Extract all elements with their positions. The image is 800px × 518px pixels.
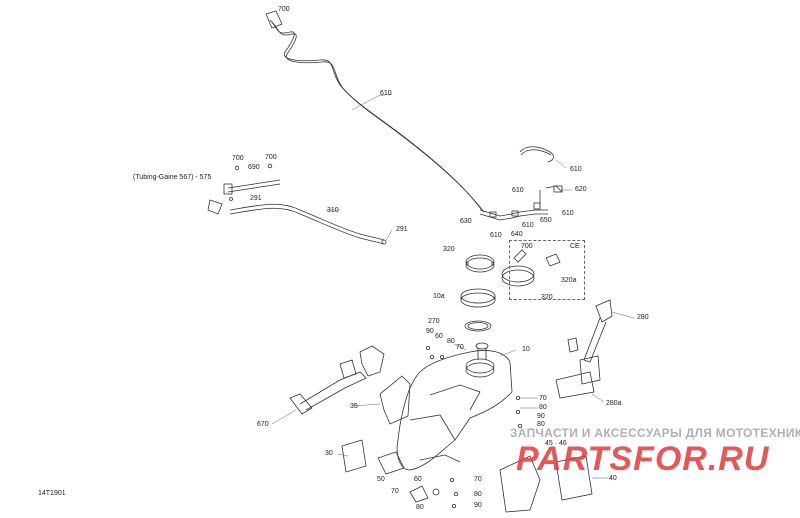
callout-90: 90 <box>537 413 545 420</box>
callout-700: 700 <box>232 155 244 162</box>
fuel-cap-320 <box>465 257 495 273</box>
callout-291: 291 <box>396 226 408 233</box>
vent-hose-610 <box>269 19 483 211</box>
callout-80: 80 <box>416 504 424 511</box>
gasket-270 <box>464 320 492 332</box>
callout-320: 320 <box>443 246 455 253</box>
callout-45-46: 45 · 46 <box>545 440 567 447</box>
callout-270: 270 <box>428 318 440 325</box>
callout-70: 70 <box>391 488 399 495</box>
fuel-pump-280 <box>595 299 613 323</box>
callout-610: 610 <box>570 166 582 173</box>
shield-40 <box>555 455 593 501</box>
callout-80: 80 <box>474 491 482 498</box>
watermark-logo: PARTSFOR.RU <box>516 440 770 478</box>
lock-ring-10a <box>460 292 496 308</box>
heat-shield-30 <box>341 439 367 473</box>
callout-35: 35 <box>350 403 358 410</box>
callout-60: 60 <box>414 476 422 483</box>
callout-60: 60 <box>435 333 443 340</box>
callout-575: (Tubing-Gaine 567) - 575 <box>133 174 212 181</box>
pad-50 <box>377 451 405 475</box>
cap-700 <box>265 10 283 29</box>
callout-50: 50 <box>377 476 385 483</box>
callout-320a: 320a <box>561 277 577 284</box>
callout-310: 310 <box>327 207 339 214</box>
callout-610: 610 <box>380 90 392 97</box>
callout-80: 80 <box>537 421 545 428</box>
callout-10: 10 <box>522 346 530 353</box>
callout-30: 30 <box>325 450 333 457</box>
callout-90: 90 <box>426 328 434 335</box>
hose-690 <box>227 179 281 189</box>
bracket-45-46 <box>499 455 541 513</box>
callout-670: 670 <box>257 421 269 428</box>
callout-610: 610 <box>562 210 574 217</box>
vent-hose-610-right <box>519 146 554 163</box>
callout-630: 630 <box>460 218 472 225</box>
callout-10a: 10a <box>433 293 445 300</box>
hose-310 <box>229 203 385 241</box>
callout-90: 90 <box>474 502 482 509</box>
callout-690: 690 <box>248 164 260 171</box>
callout-610: 610 <box>490 232 502 239</box>
callout-40: 40 <box>609 475 617 482</box>
callout-70: 70 <box>456 344 464 351</box>
callout-280: 280 <box>637 314 649 321</box>
ce-variant-box <box>509 240 585 300</box>
shield-35 <box>379 375 411 425</box>
callout-700: 700 <box>265 154 277 161</box>
callout-610: 610 <box>522 222 534 229</box>
callout-80: 80 <box>447 338 455 345</box>
callout-70: 70 <box>474 476 482 483</box>
callout-80: 80 <box>539 404 547 411</box>
callout-280a: 280a <box>606 400 622 407</box>
callout-700: 700 <box>521 243 533 250</box>
callout-700: 700 <box>278 6 290 13</box>
watermark-tagline: ЗАПЧАСТИ И АКСЕССУАРЫ ДЛЯ МОТОТЕХНИКИ <box>510 426 800 440</box>
callout-650: 650 <box>540 217 552 224</box>
bracket-670 <box>289 393 313 415</box>
figure-code: 14T1901 <box>38 490 66 497</box>
callout-291: 291 <box>250 195 262 202</box>
callout-610: 610 <box>512 187 524 194</box>
callout-70: 70 <box>539 395 547 402</box>
callout-640: 640 <box>511 231 523 238</box>
fuel-tank-10 <box>396 350 513 471</box>
callout-320: 320 <box>541 294 553 301</box>
callout-620: 620 <box>575 186 587 193</box>
ce-box-label: CE <box>570 243 580 250</box>
